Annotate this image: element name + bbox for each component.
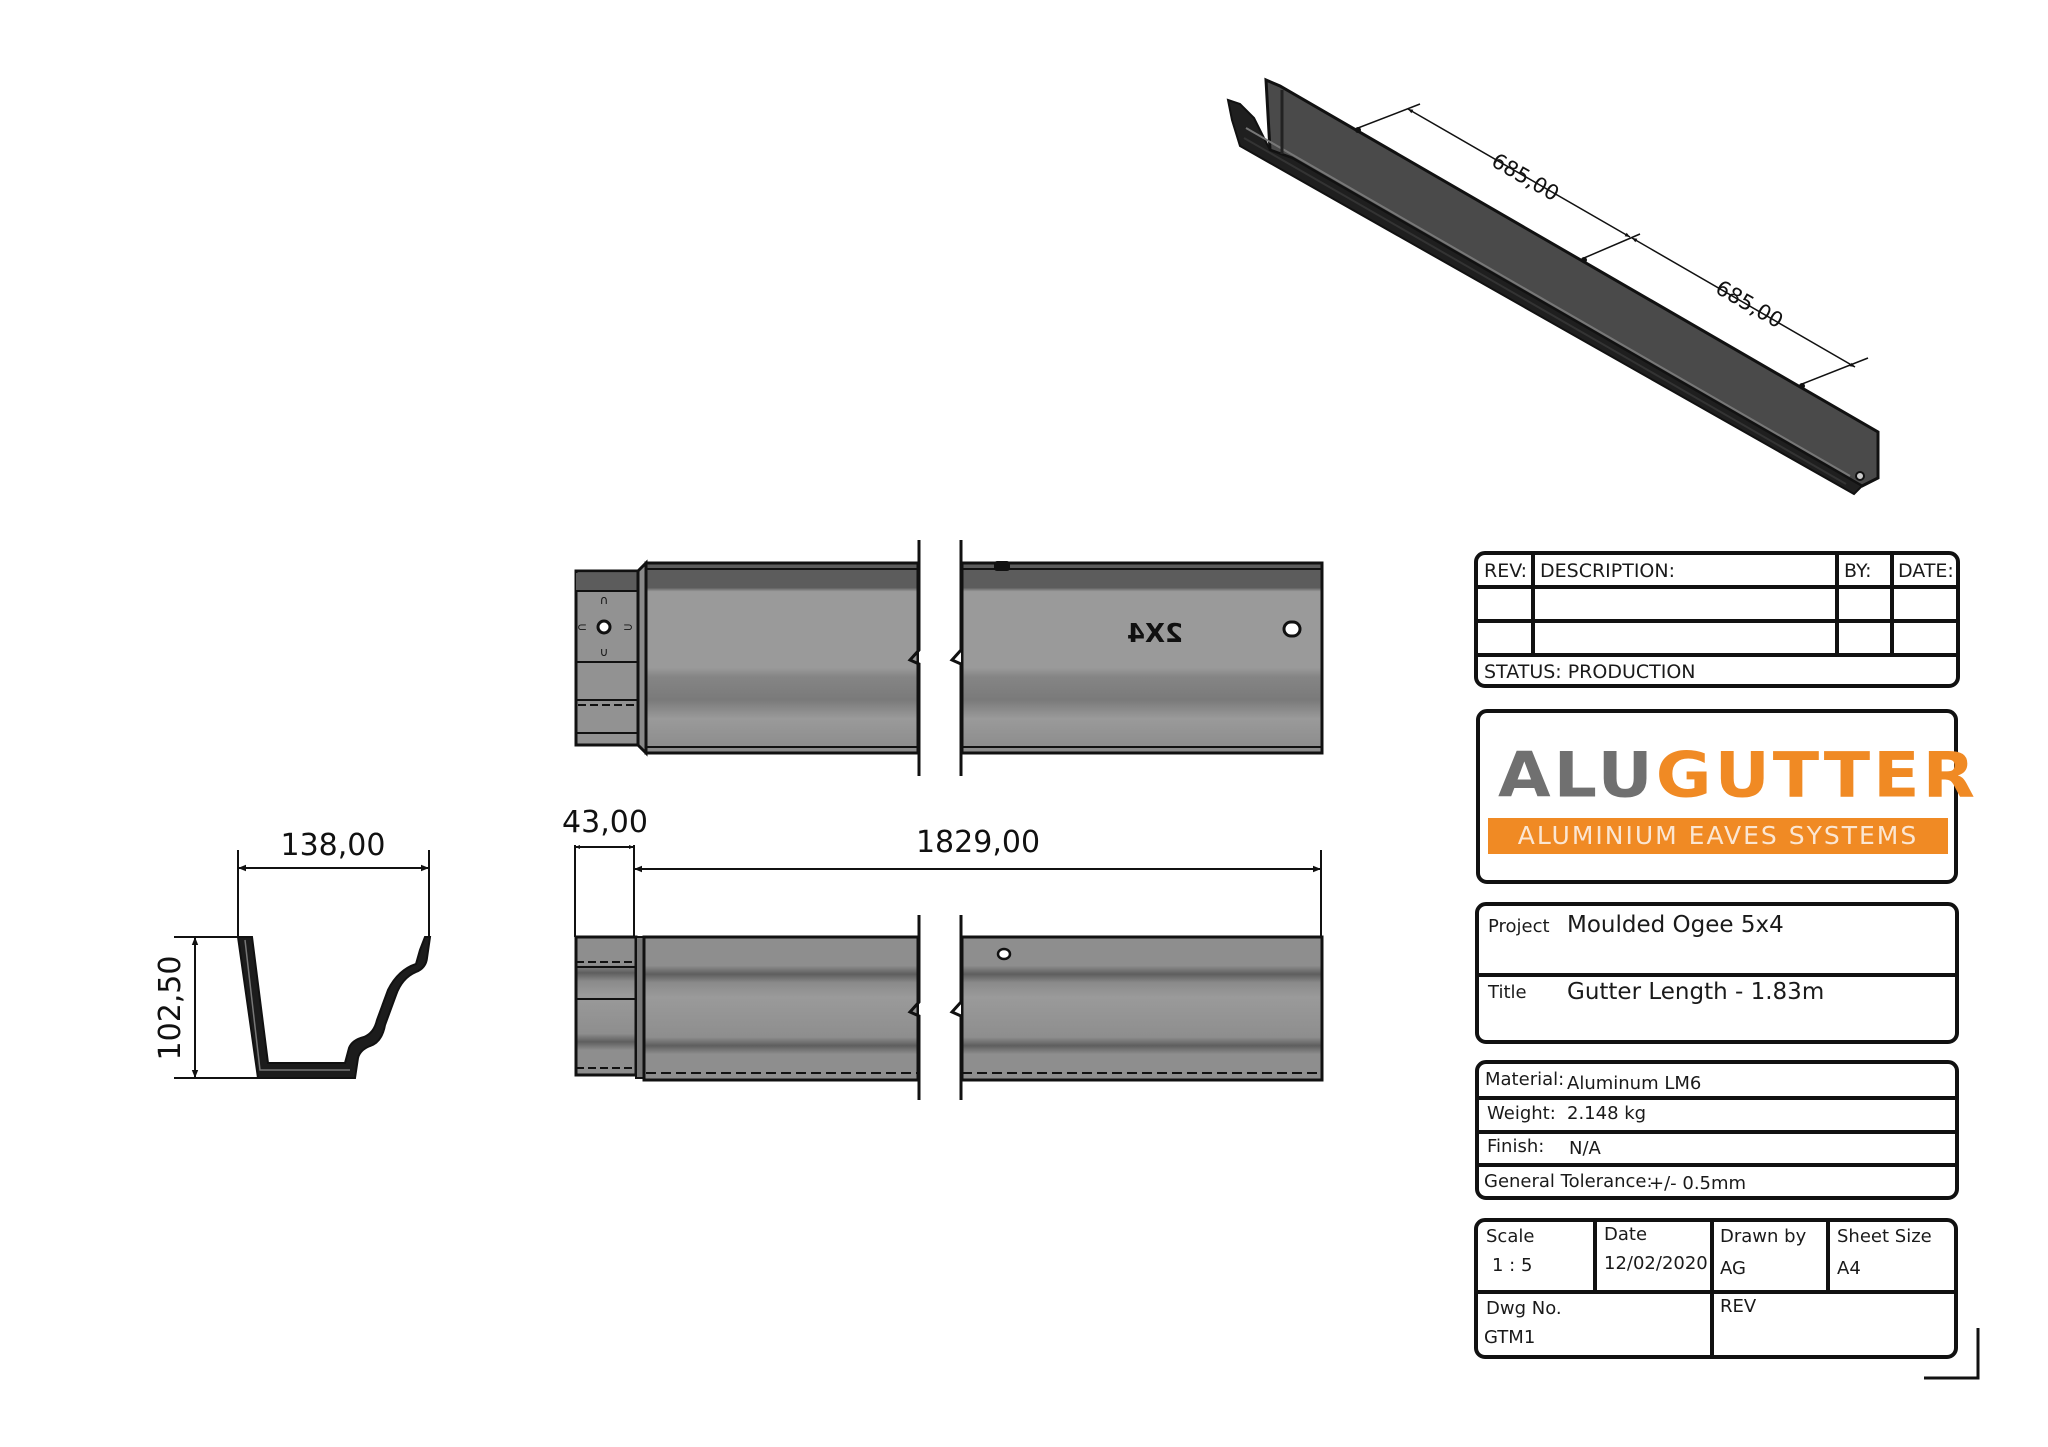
info-box: Scale 1 : 5 Date 12/02/2020 Drawn by AG … xyxy=(1474,1218,1958,1359)
specs-box: Material: Aluminum LM6 Weight: 2.148 kg … xyxy=(1475,1060,1959,1200)
project-label: Project xyxy=(1488,916,1550,937)
slot-hole xyxy=(1282,620,1302,638)
section-height-label: 102,50 xyxy=(153,956,188,1061)
alugutter-logo: ALUGUTTER xyxy=(1498,739,1978,813)
rev-label: REV xyxy=(1720,1296,1757,1317)
dwg-no-label: Dwg No. xyxy=(1486,1298,1562,1319)
svg-text:⊂: ⊂ xyxy=(577,620,587,634)
finish-value: N/A xyxy=(1569,1138,1601,1159)
break-line-right xyxy=(949,540,963,776)
front-view: 43,00 1829,00 xyxy=(562,805,1324,1100)
front-hole xyxy=(996,947,1012,961)
gutter-profile xyxy=(236,936,432,1079)
logo-box: ALUGUTTER ALUMINIUM EAVES SYSTEMS xyxy=(1476,709,1975,884)
date-header: DATE: xyxy=(1898,560,1954,582)
section-view: 138,00 102,50 xyxy=(153,828,432,1079)
length-dim-label: 1829,00 xyxy=(916,825,1040,860)
plan-view: ∩ ∪ ⊂ ⊃ 2X4 xyxy=(574,540,1324,776)
iso-dimension-line-2 xyxy=(1631,237,1856,368)
drawn-by-value: AG xyxy=(1720,1258,1746,1279)
title-value: Gutter Length - 1.83m xyxy=(1567,979,1825,1005)
sheet-size-value: A4 xyxy=(1837,1258,1861,1279)
drawn-by-label: Drawn by xyxy=(1720,1226,1807,1247)
rev-header: REV: xyxy=(1484,560,1528,582)
svg-text:∩: ∩ xyxy=(600,593,609,607)
emboss-text: 2X4 xyxy=(1127,619,1183,649)
iso-dimension-line-1 xyxy=(1407,108,1631,238)
tolerance-value: +/- 0.5mm xyxy=(1649,1173,1747,1194)
tolerance-label: General Tolerance: xyxy=(1484,1171,1653,1192)
svg-text:⊃: ⊃ xyxy=(623,620,633,634)
iso-dim-label-1: 685,00 xyxy=(1488,149,1564,207)
iso-dim-label-2: 685,00 xyxy=(1712,276,1788,334)
weight-label: Weight: xyxy=(1487,1103,1556,1124)
svg-text:∪: ∪ xyxy=(600,645,609,659)
date-label: Date xyxy=(1604,1224,1648,1245)
section-width-label: 138,00 xyxy=(281,828,386,863)
finish-label: Finish: xyxy=(1487,1136,1545,1157)
scale-label: Scale xyxy=(1486,1226,1535,1247)
description-header: DESCRIPTION: xyxy=(1540,560,1676,582)
weight-value: 2.148 kg xyxy=(1567,1103,1647,1124)
corner-mark xyxy=(1924,1328,1980,1380)
status-text: STATUS: PRODUCTION xyxy=(1484,661,1696,683)
dwg-no-value: GTM1 xyxy=(1484,1327,1536,1348)
title-label: Title xyxy=(1488,982,1527,1003)
material-label: Material: xyxy=(1485,1069,1565,1090)
project-box: Project Moulded Ogee 5x4 Title Gutter Le… xyxy=(1475,902,1959,1044)
revision-table: REV: DESCRIPTION: BY: DATE: STATUS: PROD… xyxy=(1474,551,1960,688)
date-value: 12/02/2020 xyxy=(1604,1253,1708,1274)
logo-tagline: ALUMINIUM EAVES SYSTEMS xyxy=(1488,818,1948,854)
project-value: Moulded Ogee 5x4 xyxy=(1567,912,1784,938)
material-value: Aluminum LM6 xyxy=(1567,1073,1702,1094)
isometric-view: 685,00 685,00 xyxy=(1226,77,1880,496)
sheet-size-label: Sheet Size xyxy=(1837,1226,1932,1247)
break-line-left xyxy=(907,540,921,776)
scale-value: 1 : 5 xyxy=(1492,1255,1533,1276)
socket-dim-label: 43,00 xyxy=(562,805,648,840)
by-header: BY: xyxy=(1844,560,1872,582)
